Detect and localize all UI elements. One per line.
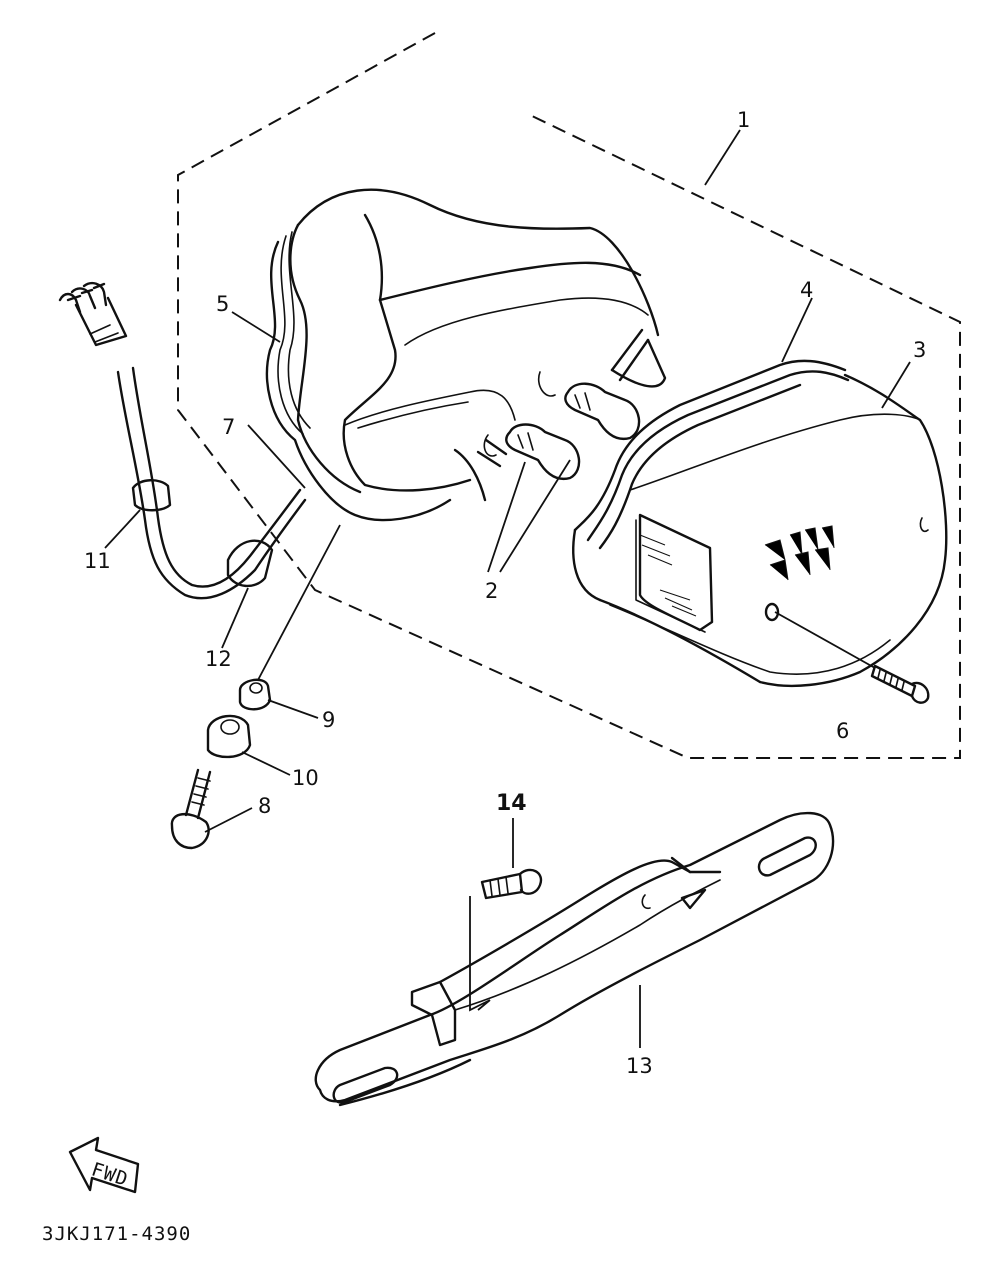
callout-3: 3 xyxy=(913,338,926,362)
lens-screw xyxy=(870,664,930,704)
callout-6: 6 xyxy=(836,719,849,743)
assembly-boundary xyxy=(177,32,961,759)
callout-5: 5 xyxy=(216,292,229,316)
callout-12: 12 xyxy=(205,647,232,671)
lens-and-gasket xyxy=(572,359,948,688)
license-bracket xyxy=(314,811,835,1107)
callout-2: 2 xyxy=(485,579,498,603)
leader-lines xyxy=(231,129,911,573)
callout-14: 14 xyxy=(496,791,527,816)
callout-4: 4 xyxy=(800,278,813,302)
callout-10: 10 xyxy=(292,766,319,790)
fwd-label: FWD xyxy=(89,1158,131,1190)
forward-direction-arrow xyxy=(68,1136,140,1194)
callout-9: 9 xyxy=(322,708,335,732)
tail-light-base xyxy=(265,188,667,522)
callout-11: 11 xyxy=(84,549,111,573)
mounting-hardware xyxy=(170,524,341,850)
drawing-code: 3JKJ171-4390 xyxy=(42,1223,191,1245)
callout-1: 1 xyxy=(737,108,750,132)
callout-13: 13 xyxy=(626,1054,653,1078)
bulb-pair xyxy=(505,382,641,481)
callout-7: 7 xyxy=(222,415,235,439)
callout-8: 8 xyxy=(258,794,271,818)
wire-harness xyxy=(58,281,307,649)
